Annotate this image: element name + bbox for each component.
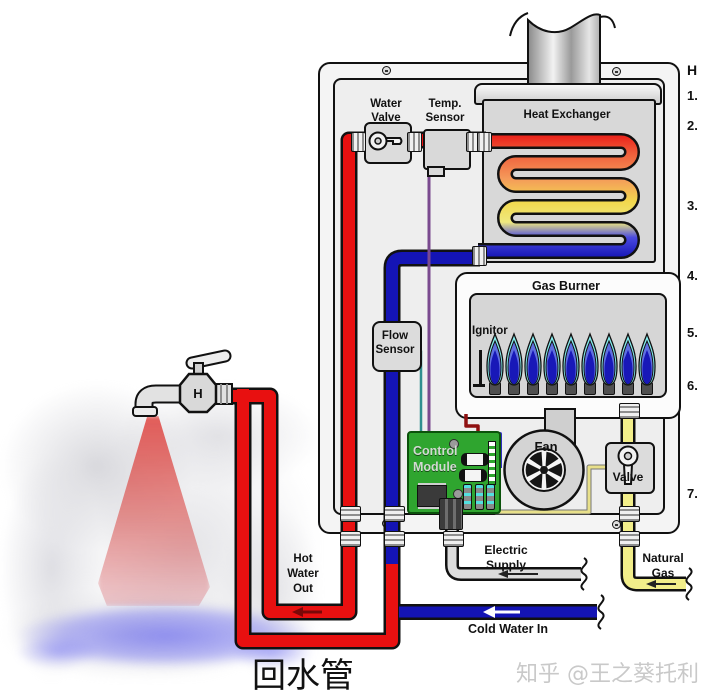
- resistor-icon: [486, 484, 495, 510]
- pipe-fitting: [384, 531, 405, 547]
- flame-icon: [638, 332, 656, 386]
- side-list-item: 1.: [687, 88, 698, 103]
- screw-icon: [382, 66, 391, 75]
- power-cable-icon: [439, 498, 463, 530]
- natural-gas-label: Natural Gas: [642, 551, 684, 580]
- pipe-fitting: [384, 506, 405, 522]
- ignitor-rod-icon: [479, 350, 482, 386]
- pipe-fitting: [477, 132, 492, 152]
- pipe-fitting: [351, 132, 366, 152]
- faucet-icon: [132, 349, 233, 417]
- burner-flames: [486, 332, 658, 386]
- watermark: 知乎 @王之葵托利: [516, 662, 699, 687]
- pipe-fitting: [619, 531, 640, 547]
- pipe-fitting: [340, 506, 361, 522]
- cold-water-in-label: Cold Water In: [467, 622, 549, 636]
- resistor-icon: [463, 484, 472, 510]
- pipe-fitting: [443, 531, 464, 547]
- ignitor-label: Ignitor: [472, 325, 508, 337]
- flame-icon: [524, 332, 542, 386]
- fan-label: Fan: [534, 439, 558, 454]
- temp-sensor-tab: [427, 166, 445, 177]
- screw-icon: [612, 67, 621, 76]
- flow-sensor-label: Flow Sensor: [375, 330, 415, 357]
- caption-return-pipe: 回水管: [252, 656, 354, 695]
- fan-blower-icon: [503, 429, 585, 511]
- capacitor-icon: [459, 469, 487, 482]
- side-list-item: 3.: [687, 198, 698, 213]
- gas-valve-key-icon: [617, 445, 639, 485]
- flame-icon: [505, 332, 523, 386]
- pipe-fitting: [407, 132, 422, 152]
- exhaust-vent-icon: [509, 12, 616, 85]
- flame-icon: [486, 332, 504, 386]
- pipe-fitting: [472, 246, 487, 266]
- ignitor-rod-foot: [473, 384, 485, 387]
- pcb-screw-icon: [449, 439, 459, 449]
- water-valve-box: [364, 122, 412, 164]
- control-module-label: Control Module: [413, 444, 458, 474]
- heat-exchanger-label: Heat Exchanger: [523, 109, 611, 121]
- pipe-fitting: [619, 506, 640, 522]
- flame-icon: [619, 332, 637, 386]
- valve-label: Valve: [612, 470, 644, 484]
- pipe-break-marks: [580, 557, 693, 630]
- flow-sensor-box: [372, 321, 422, 372]
- resistor-icon: [475, 484, 484, 510]
- side-list-item: 2.: [687, 118, 698, 133]
- flame-icon: [600, 332, 618, 386]
- flame-icon: [581, 332, 599, 386]
- side-list-item: 6.: [687, 378, 698, 393]
- pipe-fitting: [340, 531, 361, 547]
- valve-key-icon: [368, 131, 403, 151]
- electric-supply-label: Electric Supply: [484, 543, 528, 572]
- water-valve-label: Water Valve: [370, 98, 402, 125]
- temp-sensor-label: Temp. Sensor: [425, 98, 465, 125]
- side-list-header: H: [687, 62, 698, 78]
- pin-header-icon: [488, 441, 496, 485]
- faucet-hot-label: H: [193, 386, 203, 401]
- gas-burner-label: Gas Burner: [531, 279, 601, 293]
- pipe-fitting: [619, 403, 640, 419]
- flow-arrows: [292, 570, 676, 618]
- side-list-item: 5.: [687, 325, 698, 340]
- temp-sensor-box: [423, 129, 471, 170]
- flame-icon: [562, 332, 580, 386]
- flame-icon: [543, 332, 561, 386]
- gas-valve-box: [605, 442, 655, 494]
- side-list-item: 4.: [687, 268, 698, 283]
- side-list-item: 7.: [687, 486, 698, 501]
- hot-water-out-label: Hot Water Out: [287, 553, 319, 595]
